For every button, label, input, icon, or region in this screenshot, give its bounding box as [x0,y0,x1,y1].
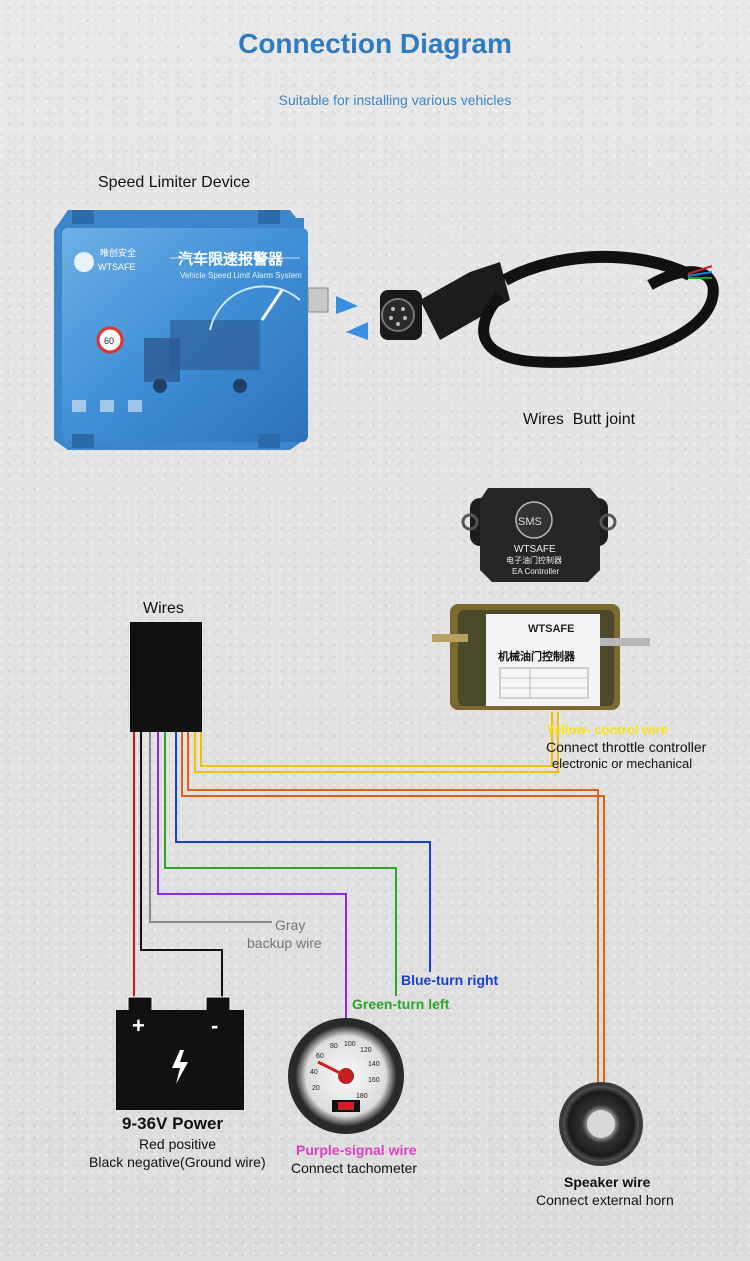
speed-sign-value: 60 [104,336,114,346]
gauge-tick: 100 [344,1041,356,1048]
battery-plus: + [132,1013,145,1038]
blue-wire-label: Blue-turn right [401,972,499,988]
purple-wire-label: Purple-signal wire [296,1142,417,1158]
device-title-en: Vehicle Speed Limit Alarm System [180,271,302,280]
gauge-tick: 120 [360,1047,372,1054]
gauge-tick: 160 [368,1077,380,1084]
device-brand-en: WTSAFE [98,262,136,272]
gauge-tick: 180 [356,1093,368,1100]
connector-cable [380,250,719,368]
arrow-left-icon [346,322,368,340]
wires-box [130,622,202,732]
tachometer-gauge [288,1018,404,1134]
gauge-tick: 140 [368,1061,380,1068]
green-wire [164,732,397,996]
mech-brand: WTSAFE [528,623,574,635]
blue-wire [175,732,431,972]
speaker [559,1082,643,1166]
purple-wire-desc: Connect tachometer [291,1160,418,1176]
ea-controller [461,488,617,582]
green-wire-label: Green-turn left [352,996,450,1012]
battery-title: 9-36V Power [122,1114,224,1133]
yellow-wire [194,712,559,773]
yellow-wire-label: Yellow- control wire [546,722,669,737]
gauge-tick: 40 [310,1069,318,1076]
ea-name-cn: 电子油门控制器 [506,555,562,565]
speed-limiter-device [54,210,329,450]
gauge-tick: 20 [312,1085,320,1092]
ea-name-en: EA Controller [512,567,559,576]
orange-wire [181,732,605,1086]
speaker-desc: Connect external horn [536,1192,674,1208]
lightning-icon [172,1050,188,1084]
yellow-wire-desc1: Connect throttle controller [546,739,707,755]
battery-line1: Red positive [139,1136,217,1152]
gauge-ticks: 20 40 60 80 100 120 140 160 180 [310,1041,380,1100]
gauge-tick: 60 [316,1053,324,1060]
device-title-cn: 汽车限速报警器 [178,250,284,268]
gray-wire [149,732,272,923]
gray-wire-label1: Gray [275,917,306,933]
page-subtitle: Suitable for installing various vehicles [278,92,512,108]
battery-minus: - [211,1013,218,1038]
mechanical-controller [432,604,650,710]
yellow-wire-desc2: electronic or mechanical [552,756,693,771]
gauge-tick: 80 [330,1043,338,1050]
connector-label: Wires Butt joint [523,411,636,428]
mech-name-cn: 机械油门控制器 [498,649,576,663]
device-brand-cn: 唯创安全 [100,247,136,258]
ea-brand: WTSAFE [514,544,556,555]
ea-logo: SMS [518,516,542,528]
battery-line2: Black negative(Ground wire) [89,1154,266,1170]
gray-wire-label2: backup wire [247,935,322,951]
black-wire [140,732,223,1000]
speaker-title: Speaker wire [564,1174,651,1190]
wires-label: Wires [143,600,184,617]
device-label: Speed Limiter Device [98,174,251,191]
page-title: Connection Diagram [238,28,512,59]
arrow-right-icon [336,296,358,314]
battery [116,996,244,1110]
purple-wire [157,732,347,1026]
